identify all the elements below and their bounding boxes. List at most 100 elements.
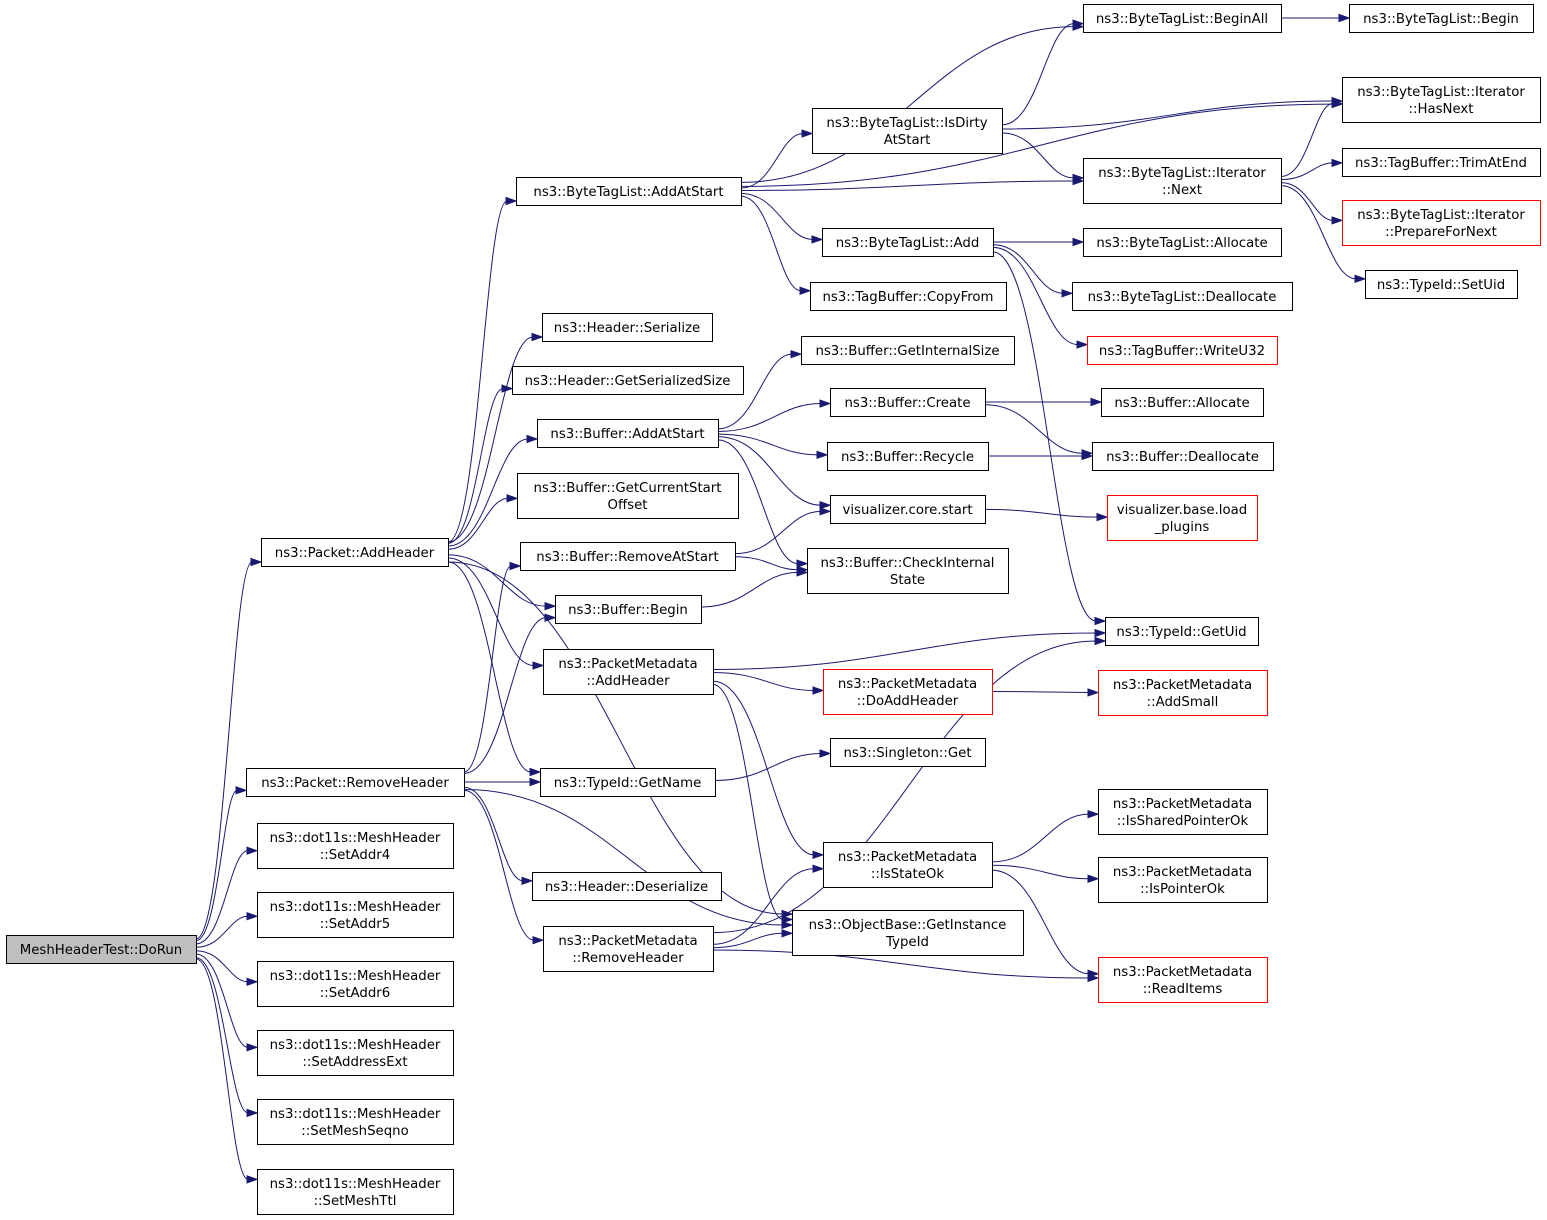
edge-buffer-begin-to-buffer-checkinternal (700, 571, 799, 608)
edge-btl-add-to-typeid-getuid (992, 251, 1097, 622)
node-buffer-removeatstart[interactable]: ns3::Buffer::RemoveAtStart (520, 542, 736, 571)
node-tagbuffer-copyfrom[interactable]: ns3::TagBuffer::CopyFrom (810, 282, 1007, 311)
edge-arrowhead (246, 912, 259, 921)
edge-arrowhead (796, 568, 809, 577)
node-pm-issharedptrok[interactable]: ns3::PacketMetadata::IsSharedPointerOk (1098, 789, 1268, 835)
edge-pm-removeheader-to-typeid-getuid (712, 640, 1097, 934)
node-header-getsersize[interactable]: ns3::Header::GetSerializedSize (512, 366, 744, 395)
node-label: ns3::Buffer::RemoveAtStart (536, 550, 718, 565)
edge-arrowhead (1338, 13, 1351, 23)
edge-arrowhead (521, 876, 534, 886)
edge-btl-iter-next-to-btl-iter-prepare (1280, 182, 1334, 221)
node-pm-ispointerok[interactable]: ns3::PacketMetadata::IsPointerOk (1098, 857, 1268, 903)
node-tagbuffer-trimatend[interactable]: ns3::TagBuffer::TrimAtEnd (1342, 148, 1541, 177)
node-buffer-begin[interactable]: ns3::Buffer::Begin (555, 595, 702, 624)
node-box (1105, 617, 1259, 646)
node-label: visualizer.base.load (1117, 503, 1247, 518)
edge-arrowhead (1072, 19, 1085, 28)
node-pm-addsmall[interactable]: ns3::PacketMetadata::AddSmall (1098, 670, 1268, 716)
edge-btl-addatstart-to-btl-isdirty (740, 133, 804, 189)
node-label: ns3::dot11s::MeshHeader (270, 900, 441, 915)
node-setmeshttl[interactable]: ns3::dot11s::MeshHeader::SetMeshTtl (257, 1169, 454, 1215)
edge-pm-addheader-to-pm-isstateok (712, 680, 815, 856)
edge-btl-iter-next-to-btl-iter-hasnext (1280, 103, 1334, 177)
node-buffer-allocate[interactable]: ns3::Buffer::Allocate (1101, 388, 1264, 417)
node-typeid-getname[interactable]: ns3::TypeId::GetName (540, 768, 716, 797)
node-btl-iter-hasnext[interactable]: ns3::ByteTagList::Iterator::HasNext (1342, 77, 1541, 123)
edge-pm-isstateok-to-pm-readitems (991, 869, 1090, 975)
node-pm-doaddheader[interactable]: ns3::PacketMetadata::DoAddHeader (823, 669, 993, 715)
edge-btl-isdirty-to-btl-beginall (1001, 23, 1075, 126)
node-header-deserialize[interactable]: ns3::Header::Deserialize (532, 872, 722, 901)
node-setmeshseqno[interactable]: ns3::dot11s::MeshHeader::SetMeshSeqno (257, 1099, 454, 1145)
node-typeid-getuid[interactable]: ns3::TypeId::GetUid (1105, 617, 1259, 646)
node-box (520, 542, 736, 571)
node-btl-beginall[interactable]: ns3::ByteTagList::BeginAll (1083, 4, 1282, 33)
node-btl-begin[interactable]: ns3::ByteTagList::Begin (1349, 4, 1534, 33)
edge-dorun-to-setaddr5 (195, 915, 249, 948)
node-btl-deallocate[interactable]: ns3::ByteTagList::Deallocate (1072, 282, 1293, 311)
edge-vis-core-start-to-vis-base-load (984, 508, 1099, 518)
node-box (537, 419, 719, 448)
node-pm-removeheader[interactable]: ns3::PacketMetadata::RemoveHeader (543, 926, 714, 972)
node-label: State (890, 573, 925, 588)
node-pm-readitems[interactable]: ns3::PacketMetadata::ReadItems (1098, 957, 1268, 1003)
edge-btl-addatstart-to-btl-iter-next (740, 180, 1075, 191)
node-label: ns3::PacketMetadata (838, 850, 977, 865)
node-label: ns3::TypeId::SetUid (1377, 278, 1505, 293)
node-btl-add[interactable]: ns3::ByteTagList::Add (822, 228, 994, 257)
node-btl-addatstart[interactable]: ns3::ByteTagList::AddAtStart (516, 177, 742, 206)
node-label: ns3::PacketMetadata (558, 657, 697, 672)
edge-arrowhead (532, 935, 545, 945)
edge-arrowhead (812, 850, 825, 860)
node-label: ns3::ByteTagList::Iterator (1098, 166, 1266, 181)
edge-arrowhead (790, 349, 803, 359)
node-vis-core-start[interactable]: visualizer.core.start (830, 495, 986, 524)
node-header-serialize[interactable]: ns3::Header::Serialize (542, 313, 713, 342)
node-buffer-create[interactable]: ns3::Buffer::Create (830, 388, 986, 417)
edge-arrowhead (1094, 628, 1107, 638)
node-pm-isstateok[interactable]: ns3::PacketMetadata::IsStateOk (823, 842, 993, 888)
node-box (1083, 158, 1282, 204)
node-label: ns3::TypeId::GetName (554, 776, 702, 791)
node-removeheader[interactable]: ns3::Packet::RemoveHeader (246, 768, 465, 797)
edge-dorun-to-addheader (195, 561, 253, 940)
node-tagbuffer-writeu32[interactable]: ns3::TagBuffer::WriteU32 (1087, 336, 1278, 365)
node-btl-allocate[interactable]: ns3::ByteTagList::Allocate (1083, 228, 1282, 257)
node-vis-base-load[interactable]: visualizer.base.load_plugins (1107, 495, 1258, 541)
node-setaddressext[interactable]: ns3::dot11s::MeshHeader::SetAddressExt (257, 1030, 454, 1076)
node-buffer-recycle[interactable]: ns3::Buffer::Recycle (827, 442, 989, 471)
node-setaddr5[interactable]: ns3::dot11s::MeshHeader::SetAddr5 (257, 892, 454, 938)
edge-arrowhead (544, 601, 557, 611)
node-label: ::SetAddr6 (320, 986, 390, 1001)
edge-arrowhead (1087, 688, 1100, 697)
node-label: visualizer.core.start (842, 503, 972, 518)
node-box (1092, 442, 1274, 471)
node-btl-iter-prepare[interactable]: ns3::ByteTagList::Iterator::PrepareForNe… (1342, 200, 1541, 246)
edge-buffer-removeatstart-to-vis-core-start (734, 510, 822, 555)
node-buffer-getinternalsize[interactable]: ns3::Buffer::GetInternalSize (801, 336, 1015, 365)
node-label: ns3::Buffer::Create (844, 396, 970, 411)
node-box (1342, 200, 1541, 246)
node-singleton-get[interactable]: ns3::Singleton::Get (830, 738, 986, 767)
node-dorun[interactable]: MeshHeaderTest::DoRun (6, 935, 197, 964)
node-pm-addheader[interactable]: ns3::PacketMetadata::AddHeader (543, 649, 714, 695)
node-box (542, 313, 713, 342)
node-buffer-addatstart[interactable]: ns3::Buffer::AddAtStart (537, 419, 719, 448)
node-label: ns3::ByteTagList::Iterator (1357, 85, 1525, 100)
node-setaddr4[interactable]: ns3::dot11s::MeshHeader::SetAddr4 (257, 823, 454, 869)
node-addheader[interactable]: ns3::Packet::AddHeader (261, 538, 449, 567)
node-btl-iter-next[interactable]: ns3::ByteTagList::Iterator::Next (1083, 158, 1282, 204)
node-typeid-setuid[interactable]: ns3::TypeId::SetUid (1365, 270, 1518, 299)
edge-btl-iter-next-to-typeid-setuid (1280, 185, 1357, 280)
node-label: ns3::Buffer::Deallocate (1106, 450, 1259, 465)
node-label: ns3::TagBuffer::CopyFrom (822, 290, 993, 305)
edge-arrowhead (531, 332, 544, 342)
node-setaddr6[interactable]: ns3::dot11s::MeshHeader::SetAddr6 (257, 961, 454, 1007)
edge-arrowhead (1094, 636, 1107, 646)
node-buffer-deallocate[interactable]: ns3::Buffer::Deallocate (1092, 442, 1274, 471)
